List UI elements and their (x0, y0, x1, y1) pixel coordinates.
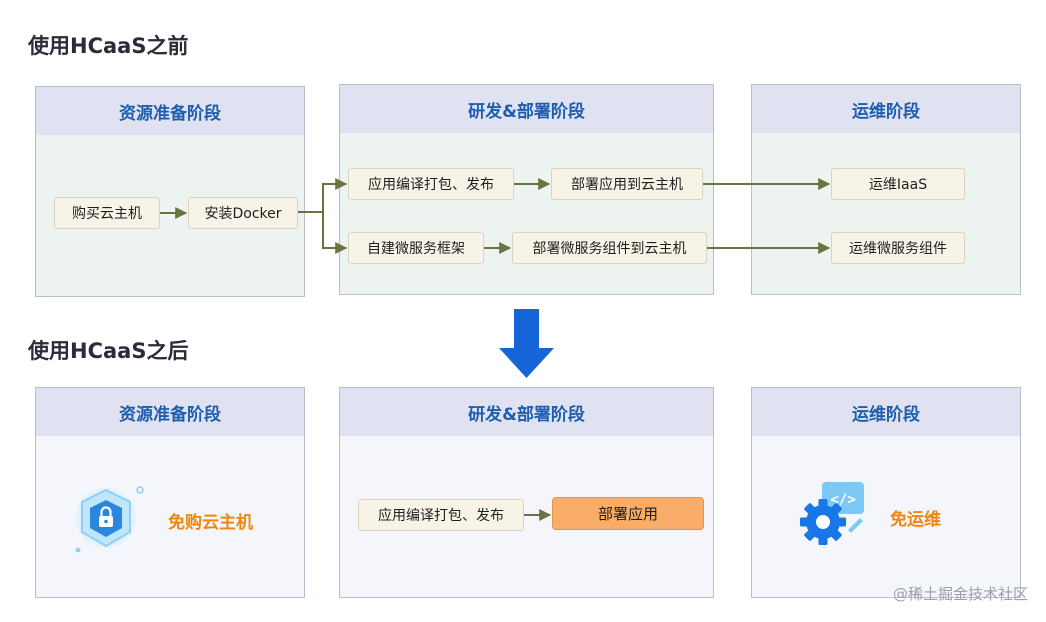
step-deploy-ms-to-host: 部署微服务组件到云主机 (512, 232, 707, 264)
shield-lock-icon (75, 486, 144, 553)
no-buy-host-label: 免购云主机 (168, 513, 253, 533)
after-dev-stage-header: 研发&部署阶段 (340, 388, 713, 436)
after-step-compile-publish: 应用编译打包、发布 (358, 499, 524, 531)
before-resource-stage-header: 资源准备阶段 (36, 87, 304, 135)
step-install-docker: 安装Docker (188, 197, 298, 229)
step-compile-publish: 应用编译打包、发布 (348, 168, 514, 200)
after-dev-stage-panel: 研发&部署阶段 (339, 387, 714, 598)
before-ops-stage-panel: 运维阶段 (751, 84, 1021, 295)
before-section-title: 使用HCaaS之前 (28, 34, 189, 58)
after-resource-stage-header: 资源准备阶段 (36, 388, 304, 436)
step-buy-host: 购买云主机 (54, 197, 160, 229)
after-ops-stage-panel: 运维阶段 (751, 387, 1021, 598)
step-ops-microservice: 运维微服务组件 (831, 232, 965, 264)
after-resource-stage-panel: 资源准备阶段 (35, 387, 305, 598)
watermark: @稀土掘金技术社区 (892, 585, 1028, 603)
gear-code-icon: </> (800, 482, 864, 545)
before-dev-stage-header: 研发&部署阶段 (340, 85, 713, 133)
step-ops-iaas: 运维IaaS (831, 168, 965, 200)
step-deploy-app-to-host: 部署应用到云主机 (551, 168, 703, 200)
no-ops-label: 免运维 (890, 510, 941, 530)
step-build-microservice: 自建微服务框架 (348, 232, 484, 264)
before-resource-stage-panel: 资源准备阶段 (35, 86, 305, 297)
after-ops-stage-header: 运维阶段 (752, 388, 1020, 436)
arrow-down-icon (499, 309, 554, 378)
before-ops-stage-header: 运维阶段 (752, 85, 1020, 133)
after-section-title: 使用HCaaS之后 (28, 339, 189, 363)
after-step-deploy-app: 部署应用 (552, 497, 704, 530)
